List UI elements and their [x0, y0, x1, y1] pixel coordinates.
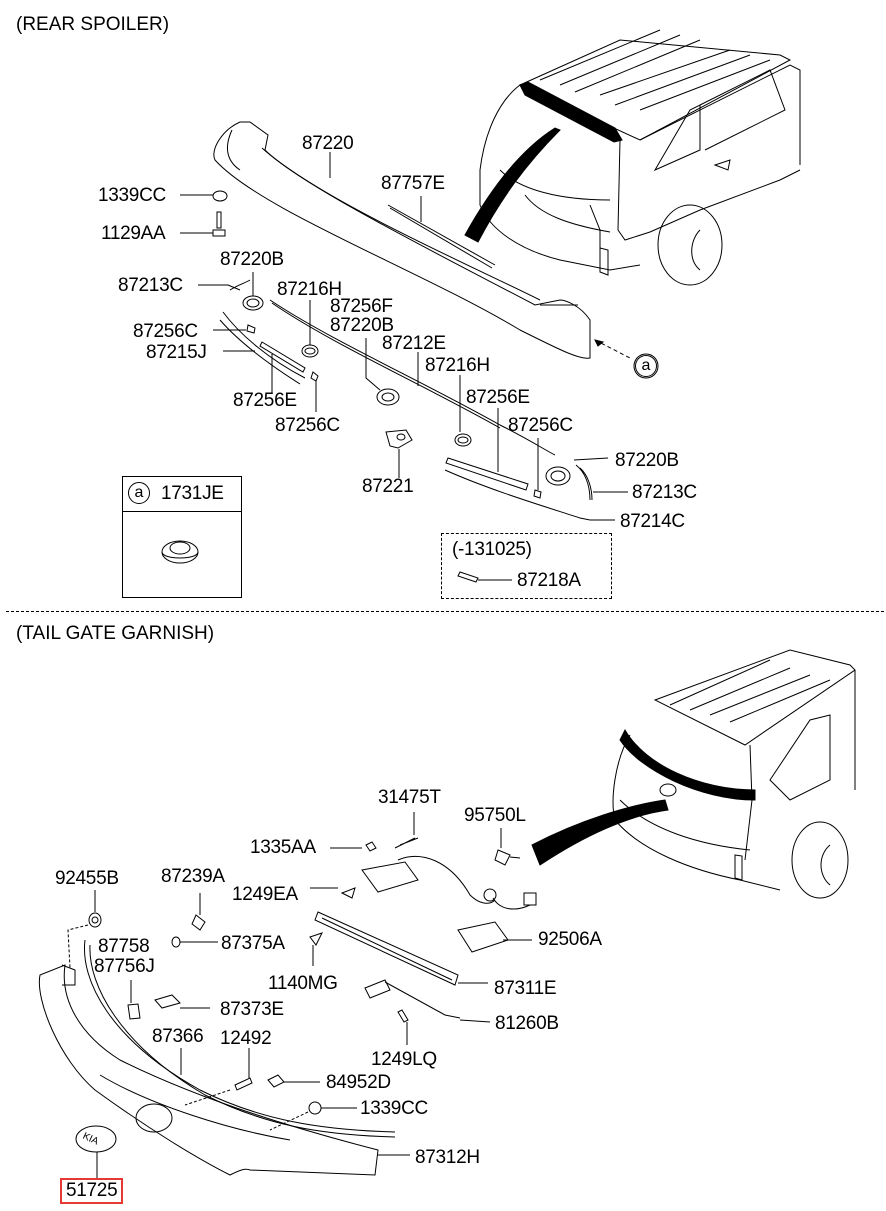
section-title-rear-spoiler: (REAR SPOILER) — [16, 14, 170, 35]
part-label-1249LQ[interactable]: 1249LQ — [371, 1049, 437, 1070]
part-label-1140MG[interactable]: 1140MG — [268, 973, 338, 994]
part-label-1339CC[interactable]: 1339CC — [360, 1098, 428, 1119]
leader-lines-spoiler — [180, 152, 628, 521]
section-divider — [6, 611, 884, 612]
part-label-87256C[interactable]: 87256C — [275, 415, 340, 436]
callout-a-header: a 1731JE — [123, 477, 241, 512]
part-label-92455B[interactable]: 92455B — [55, 868, 119, 889]
callout-a-box: a 1731JE — [122, 476, 242, 598]
callout-a-label: a — [635, 355, 657, 377]
part-label-87311E[interactable]: 87311E — [494, 978, 557, 999]
svg-text:KIA: KIA — [81, 1131, 101, 1148]
part-label-87256E[interactable]: 87256E — [233, 390, 297, 411]
tail-gate-parts-drawing: KIA — [38, 812, 537, 1180]
part-label-87758[interactable]: 87758 — [98, 936, 150, 957]
part-label-87757E[interactable]: 87757E — [381, 173, 445, 194]
car-illustration-top — [464, 29, 801, 286]
part-label-87220[interactable]: 87220 — [302, 133, 354, 154]
part-87218A-drawing — [457, 571, 479, 583]
part-label-87216H[interactable]: 87216H — [425, 355, 490, 376]
part-label-1339CC[interactable]: 1339CC — [98, 185, 166, 206]
part-label-87256C[interactable]: 87256C — [133, 321, 198, 342]
spoiler-87220 — [213, 121, 631, 359]
part-label-1335AA[interactable]: 1335AA — [250, 837, 316, 858]
part-label-87256C[interactable]: 87256C — [508, 415, 573, 436]
section-title-tail-gate-garnish: (TAIL GATE GARNISH) — [16, 623, 215, 644]
part-label-87213C[interactable]: 87213C — [632, 482, 697, 503]
part-label-87221[interactable]: 87221 — [362, 476, 414, 497]
part-label-87366[interactable]: 87366 — [152, 1026, 204, 1047]
part-label-87312H[interactable]: 87312H — [415, 1147, 480, 1168]
part-label-84952D[interactable]: 84952D — [326, 1072, 391, 1093]
fasteners-spoiler — [212, 190, 593, 521]
part-label-87756J[interactable]: 87756J — [94, 956, 155, 977]
part-label-92506A[interactable]: 92506A — [538, 929, 602, 950]
part-label-51725-highlighted[interactable]: 51725 — [59, 1178, 124, 1204]
callout-a-marker-label: a — [128, 482, 150, 504]
part-label-87220B[interactable]: 87220B — [330, 315, 394, 336]
part-label-87220B[interactable]: 87220B — [220, 249, 284, 270]
part-label-1249EA[interactable]: 1249EA — [232, 884, 298, 905]
part-label-87218A[interactable]: 87218A — [517, 570, 581, 591]
part-label-31475T[interactable]: 31475T — [378, 787, 441, 808]
part-label-1731JE[interactable]: 1731JE — [161, 483, 224, 504]
part-label-95750L[interactable]: 95750L — [464, 805, 526, 826]
part-label-12492[interactable]: 12492 — [220, 1028, 272, 1049]
car-illustration-bottom — [531, 649, 856, 899]
date-range-box: (-131025) 87218A — [441, 533, 612, 599]
part-label-87220B[interactable]: 87220B — [615, 450, 679, 471]
part-label-87256E[interactable]: 87256E — [466, 387, 530, 408]
part-label-87239A[interactable]: 87239A — [161, 866, 225, 887]
part-label-87216H[interactable]: 87216H — [277, 279, 342, 300]
part-label-1129AA[interactable]: 1129AA — [101, 223, 166, 244]
part-label-87214C[interactable]: 87214C — [620, 511, 685, 532]
callout-a-marker — [633, 353, 659, 379]
part-label-87212E[interactable]: 87212E — [382, 333, 446, 354]
part-label-81260B[interactable]: 81260B — [495, 1013, 559, 1034]
part-label-87373E[interactable]: 87373E — [220, 999, 284, 1020]
date-range-label: (-131025) — [452, 539, 532, 560]
part-label-87215J[interactable]: 87215J — [146, 342, 207, 363]
part-label-87256F[interactable]: 87256F — [330, 296, 393, 317]
part-label-87375A[interactable]: 87375A — [221, 933, 285, 954]
part-1731JE-drawing — [161, 540, 199, 564]
part-label-87213C[interactable]: 87213C — [118, 275, 183, 296]
